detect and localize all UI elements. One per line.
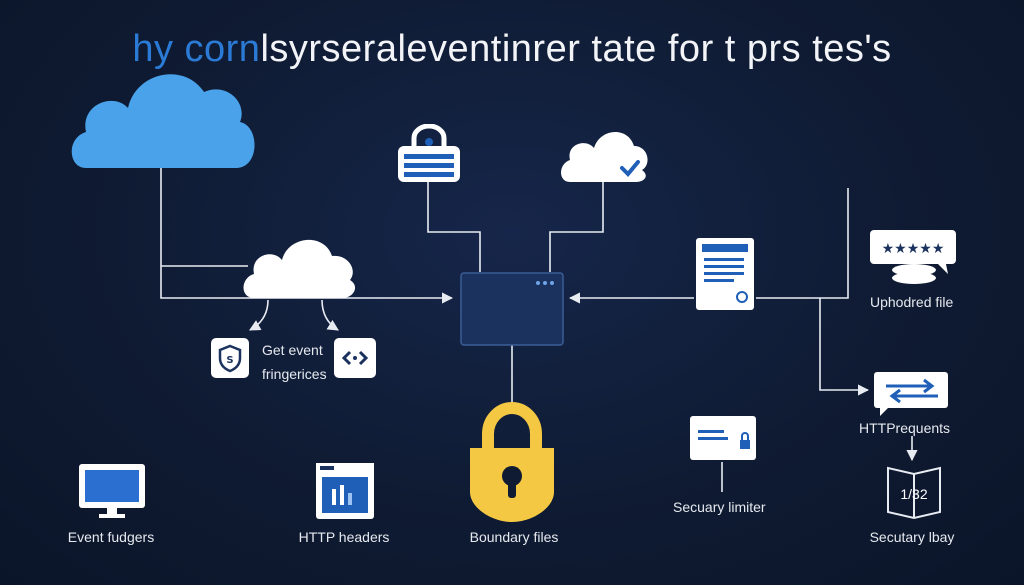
book-number: 1/32 <box>900 486 927 502</box>
svg-text:S: S <box>226 355 233 366</box>
label-http-requests: HTTPrequents <box>859 420 951 436</box>
label-fringerices: fringerices <box>262 366 327 382</box>
review-stars-icon: ★★★★★ <box>870 230 956 284</box>
cloud-icon <box>243 239 356 298</box>
padlock-icon <box>470 402 554 522</box>
connector-cloud-left <box>249 299 269 331</box>
connector-to-http-requests <box>819 298 870 396</box>
label-boundary-files: Boundary files <box>469 529 559 545</box>
label-get-event: Get event <box>262 342 323 358</box>
title-part-blue: hy corn <box>132 28 261 70</box>
connector-right-vertical <box>756 188 849 299</box>
document-icon <box>696 238 754 310</box>
code-card <box>334 338 376 378</box>
title-part-white: lsyrseraleventinrer tate for t prs tes's <box>260 28 892 70</box>
connector-cloud-to-hub <box>160 150 454 304</box>
label-http-headers: HTTP headers <box>298 529 390 545</box>
label-uploaded-file: Uphodred file <box>870 294 954 310</box>
monitor-icon <box>79 464 145 518</box>
label-event-fudgers: Event fudgers <box>67 529 155 545</box>
card-lock-icon <box>690 416 756 460</box>
book-icon: 1/32 <box>887 466 941 520</box>
shield-card: S <box>211 338 249 378</box>
server-lock-icon <box>398 124 460 182</box>
transfer-arrows-icon <box>874 372 948 416</box>
label-secury-limiter: Secuary limiter <box>673 499 766 515</box>
shield-icon: S <box>218 344 242 373</box>
code-icon <box>341 350 369 366</box>
connector-cloud-right <box>321 299 339 331</box>
cloud-icon <box>71 74 255 168</box>
browser-window-icon <box>316 463 374 519</box>
stars-text: ★★★★★ <box>882 241 945 257</box>
central-hub-icon <box>460 272 564 346</box>
diagram-title: hy cornlsyrseraleventinrer tate for t pr… <box>0 28 1024 71</box>
connector-server-to-hub <box>427 182 481 272</box>
cloud-check-icon <box>561 131 648 182</box>
connector-cloudcheck-to-hub <box>549 182 604 272</box>
label-secutary-lbay: Secutary lbay <box>869 529 955 545</box>
